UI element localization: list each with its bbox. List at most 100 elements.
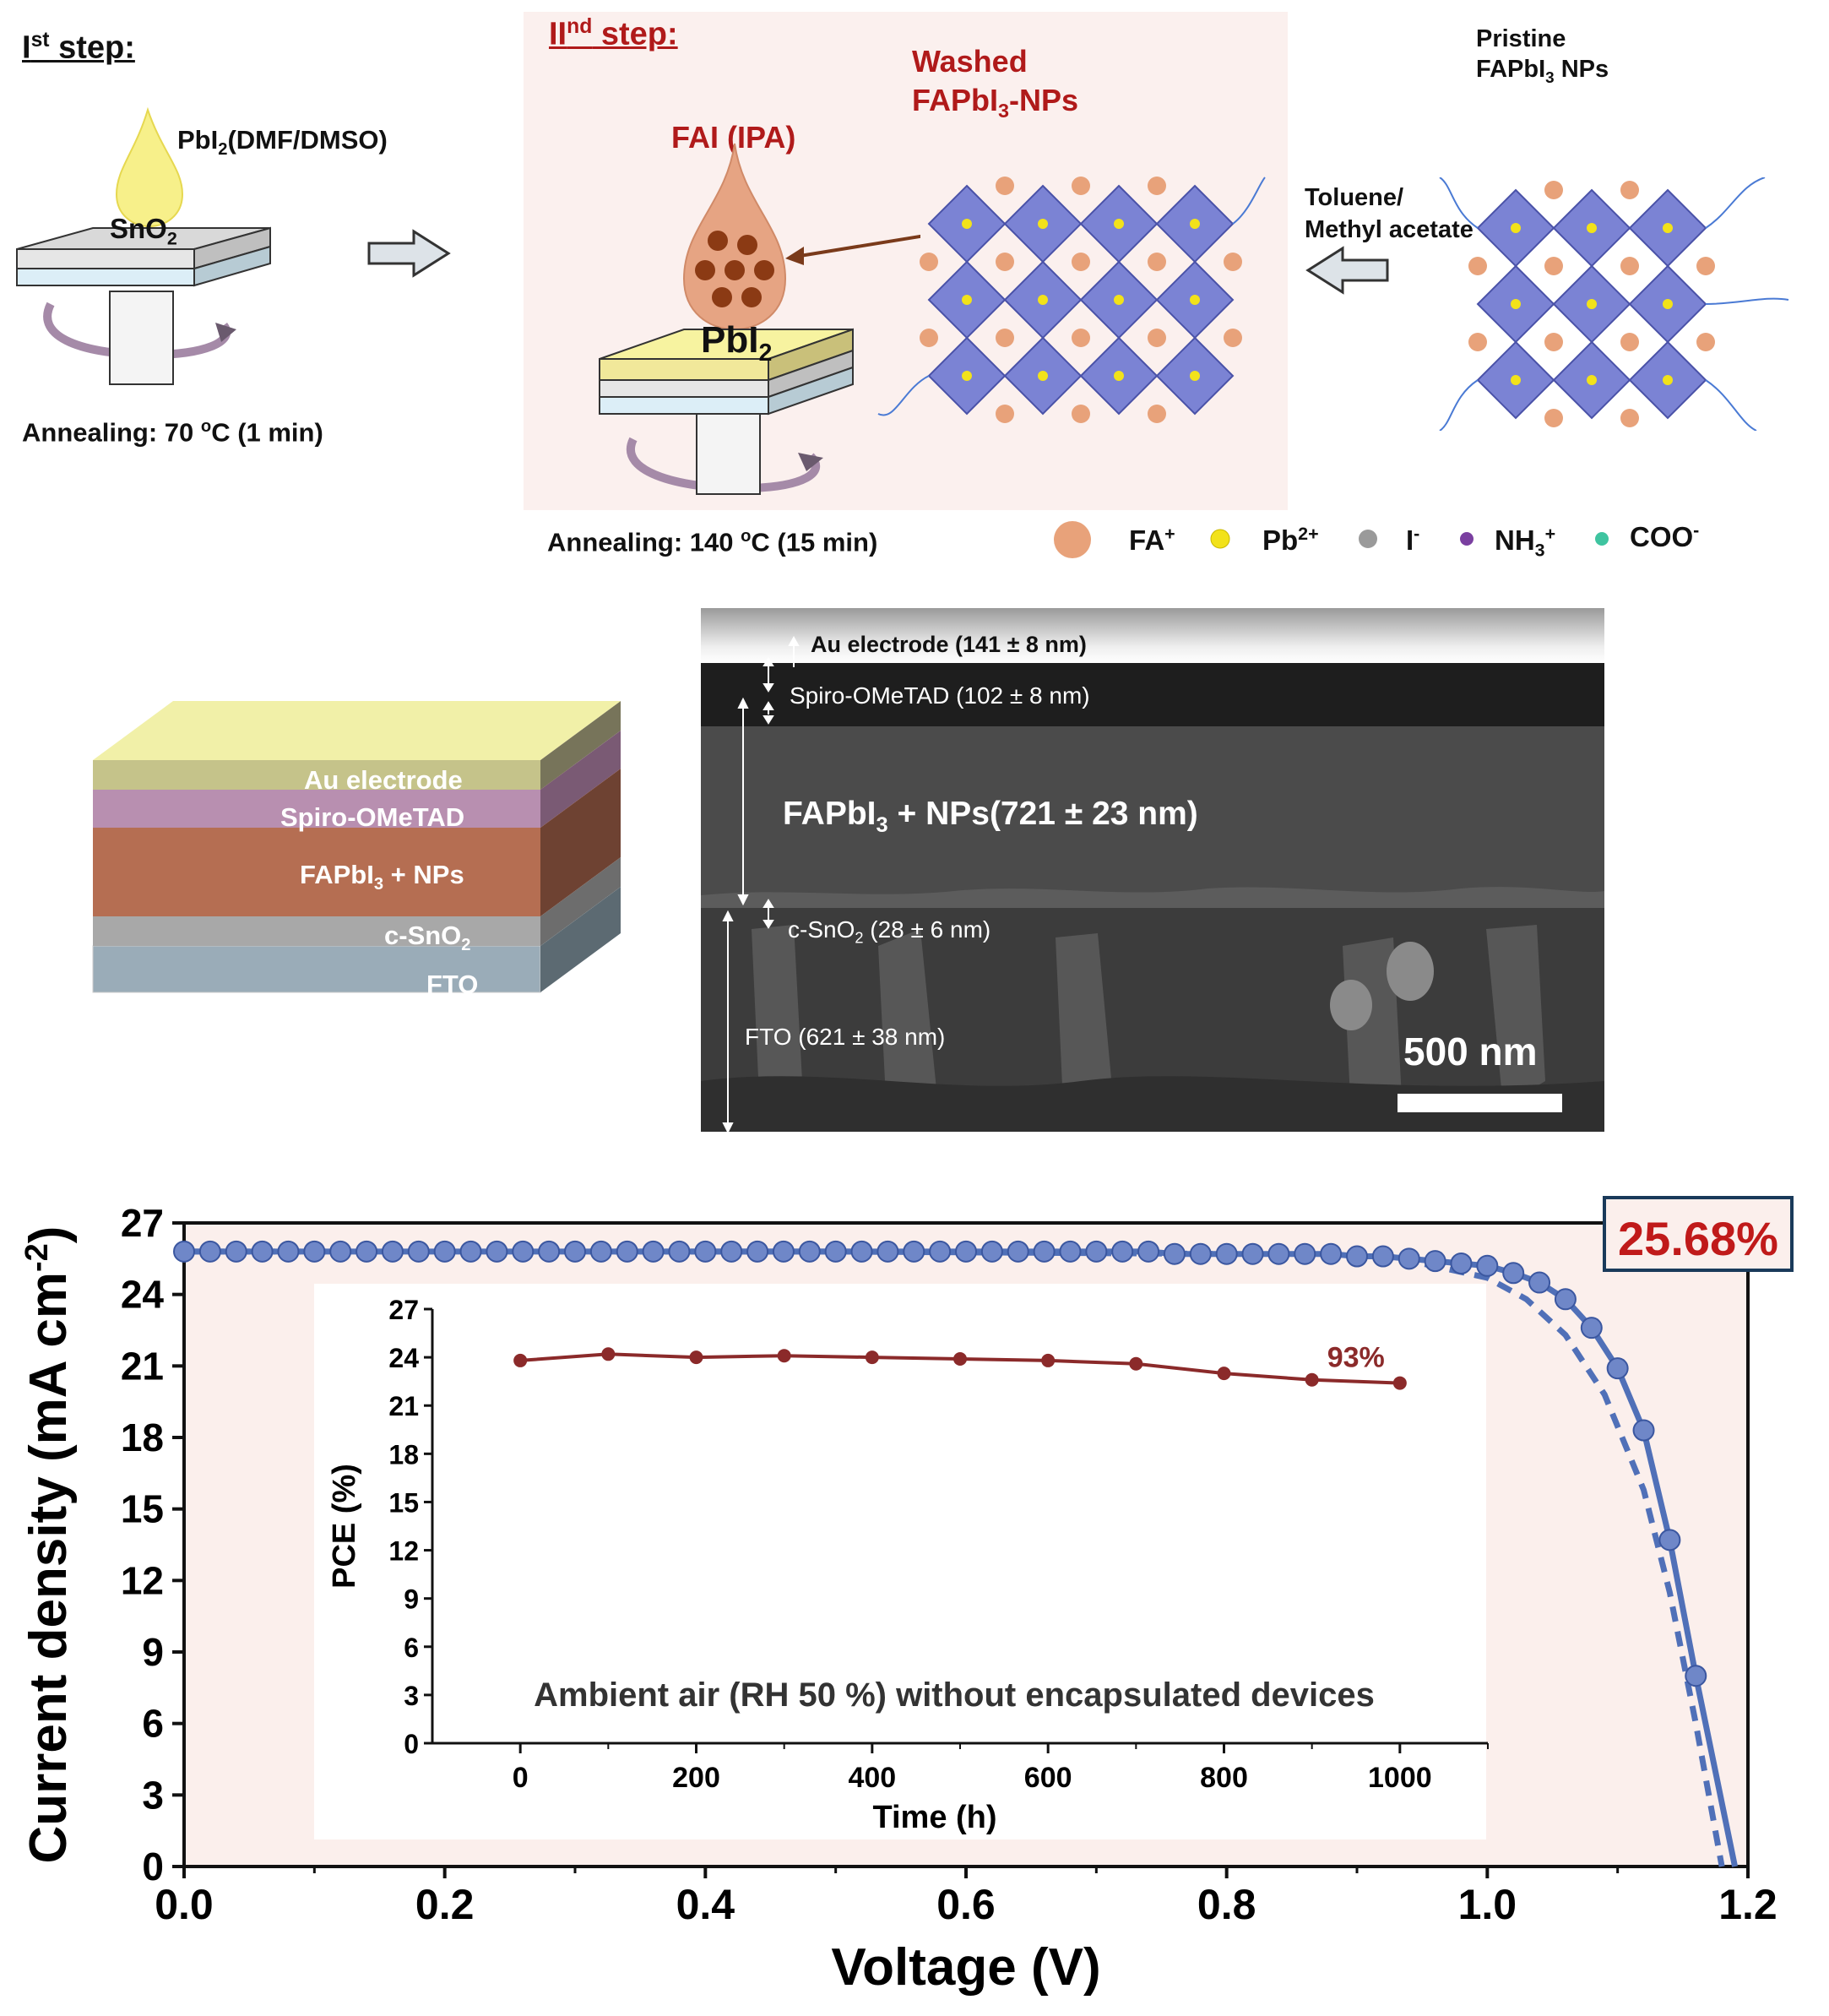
jv-point [903,1240,925,1263]
jv-point [1685,1665,1707,1687]
jv-point [407,1240,430,1263]
y-tick-label: 0 [142,1845,164,1888]
inset-y-tick-label: 6 [404,1633,419,1663]
arrow-left-icon [1305,246,1389,295]
sem-perovskite-label: FAPbI3 + NPs(721 ± 23 nm) [783,796,1198,837]
y-tick-label: 3 [142,1773,164,1817]
legend-nh3: NH3+ [1495,524,1556,561]
sem-cross-section: Au electrode (141 ± 8 nm) Spiro-OMeTAD (… [701,608,1604,1132]
jv-point [277,1240,300,1263]
legend-coo: COO- [1630,520,1700,552]
x-tick-label: 0.4 [676,1881,735,1928]
jv-point [564,1240,586,1263]
jv-point [955,1240,977,1263]
jv-point [589,1240,612,1263]
inset-retention-annotation: 93% [1327,1342,1385,1374]
step1-spin-coater [16,106,271,385]
y-tick-label: 27 [121,1201,164,1245]
jv-point [225,1240,247,1263]
jv-point [303,1240,326,1263]
x-tick-label: 1.0 [1458,1881,1517,1928]
iodide-marker-icon [1359,530,1377,548]
inset-x-axis-label: Time (h) [872,1800,996,1835]
jv-point [1580,1317,1603,1339]
jv-point [1059,1240,1082,1263]
x-tick-label: 0.0 [155,1881,214,1928]
x-axis-label: Voltage (V) [831,1938,1100,1997]
inset-y-tick-label: 3 [404,1681,419,1711]
inset-y-tick-label: 21 [388,1391,419,1421]
jv-point [1528,1271,1551,1294]
jv-point [1007,1240,1029,1263]
stack-label-au: Au electrode [304,765,463,795]
jv-point [980,1240,1003,1263]
jv-point [1241,1242,1264,1265]
jv-point [772,1240,795,1263]
inset-y-tick-label: 24 [388,1343,419,1373]
coo-marker-icon [1595,532,1609,546]
x-tick-label: 0.6 [936,1881,996,1928]
wash-solvent-label: Toluene/ Methyl acetate [1305,184,1474,243]
jv-point [459,1240,482,1263]
inset-background [314,1284,1486,1839]
step1-annealing: Annealing: 70 oC (1 min) [22,417,323,448]
inset-pce-point [953,1352,967,1367]
jv-point [694,1240,717,1263]
inset-pce-point [1392,1376,1407,1390]
sem-texture [701,608,1604,1132]
y-tick-label: 6 [142,1702,164,1746]
inset-pce-point [777,1349,791,1363]
inset-pce-point [689,1350,703,1365]
step2-film-label: PbI2 [701,319,773,367]
jv-point [1632,1419,1655,1442]
stack-label-spiro: Spiro-OMeTAD [280,802,465,832]
jv-point [1267,1242,1290,1265]
inset-x-tick-label: 600 [1024,1762,1072,1794]
jv-point [1346,1245,1368,1268]
jv-point [1658,1529,1681,1551]
inset-y-tick-label: 15 [388,1487,419,1518]
jv-point [642,1240,665,1263]
inset-pce-point [513,1353,528,1367]
jv-point [381,1240,404,1263]
jv-point [486,1240,508,1263]
inset-pce-point [1041,1353,1056,1367]
inset-pce-point [865,1350,879,1365]
inset-x-tick-label: 0 [513,1762,529,1794]
jv-point [1033,1240,1056,1263]
jv-point [433,1240,456,1263]
jv-point [1371,1245,1394,1268]
inset-x-tick-label: 1000 [1368,1762,1432,1794]
jv-point [1502,1262,1525,1285]
sem-spiro-label: Spiro-OMeTAD (102 ± 8 nm) [790,682,1090,709]
jv-point [1111,1240,1134,1263]
jv-point [198,1240,221,1263]
inset-y-tick-label: 27 [388,1295,419,1325]
y-tick-label: 18 [121,1416,164,1459]
jv-point [251,1240,274,1263]
step2-washed-label: Washed FAPbI3-NPs [912,44,1079,122]
x-tick-label: 0.2 [415,1881,475,1928]
jv-point [1215,1242,1238,1265]
arrow-right-icon [367,229,451,278]
step2-deposition [599,143,920,495]
inset-x-tick-label: 400 [848,1762,896,1794]
y-tick-label: 24 [121,1273,165,1317]
inset-x-tick-label: 200 [672,1762,720,1794]
jv-point [1450,1252,1473,1274]
jv-point [1398,1247,1420,1270]
jv-point [355,1240,378,1263]
y-tick-label: 21 [121,1344,164,1388]
jv-point [746,1240,769,1263]
jv-point [798,1240,821,1263]
inset-y-axis-label: PCE (%) [327,1464,362,1589]
jv-point [1085,1240,1108,1263]
stack-label-fto: FTO [426,970,479,999]
jv-point [538,1240,561,1263]
jv-point [1476,1254,1499,1277]
y-tick-label: 9 [142,1630,164,1674]
inset-condition-note: Ambient air (RH 50 %) without encapsulat… [534,1676,1375,1714]
washed-np-lattice [877,177,1266,423]
